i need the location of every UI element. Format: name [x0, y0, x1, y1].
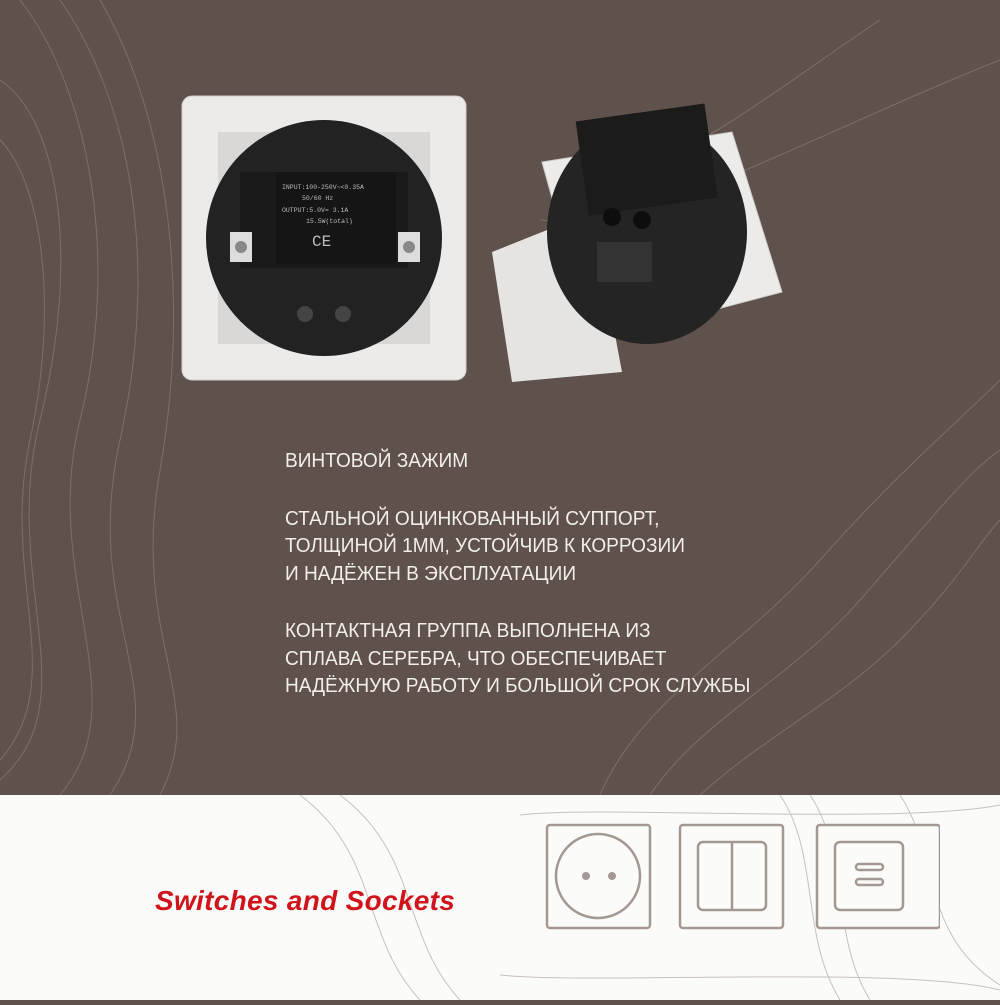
feature-line: КОНТАКТНАЯ ГРУППА ВЫПОЛНЕНА ИЗ	[285, 619, 651, 642]
label-input: INPUT:100-250V~<0.35A	[282, 184, 364, 191]
socket-icon	[545, 823, 652, 930]
feature-steel-support: СТАЛЬНОЙ ОЦИНКОВАННЫЙ СУППОРТ, ТОЛЩИНОЙ …	[285, 505, 750, 588]
ce-mark: CE	[312, 233, 331, 251]
feature-line: СПЛАВА СЕРЕБРА, ЧТО ОБЕСПЕЧИВАЕТ	[285, 646, 667, 670]
feature-screw-clamp: ВИНТОВОЙ ЗАЖИМ	[285, 447, 750, 475]
label-output: OUTPUT:5.0V= 3.1A	[282, 207, 348, 214]
feature-line: ТОЛЩИНОЙ 1ММ, УСТОЙЧИВ К КОРРОЗИИ	[285, 534, 685, 557]
label-freq: 50/60 Hz	[302, 195, 333, 202]
double-switch-icon	[678, 823, 785, 930]
product-icons	[545, 823, 940, 930]
socket-angled-view-image	[492, 103, 783, 382]
feature-line: СТАЛЬНОЙ ОЦИНКОВАННЫЙ СУППОРТ,	[285, 506, 660, 530]
brand-title: Switches and Sockets	[155, 885, 456, 916]
socket-back-view-image: INPUT:100-250V~<0.35A 50/60 Hz OUTPUT:5.…	[181, 95, 467, 381]
label-power: 15.5W(total)	[306, 218, 353, 225]
feature-contact-group: КОНТАКТНАЯ ГРУППА ВЫПОЛНЕНА ИЗ СПЛАВА СЕ…	[285, 617, 750, 700]
feature-line: И НАДЁЖЕН В ЭКСПЛУАТАЦИИ	[285, 561, 577, 585]
feature-list: ВИНТОВОЙ ЗАЖИМ СТАЛЬНОЙ ОЦИНКОВАННЫЙ СУП…	[285, 447, 750, 730]
feature-line: НАДЁЖНУЮ РАБОТУ И БОЛЬШОЙ СРОК СЛУЖБЫ	[285, 674, 751, 697]
usb-socket-icon	[815, 823, 940, 930]
feature-line: ВИНТОВОЙ ЗАЖИМ	[285, 449, 469, 472]
